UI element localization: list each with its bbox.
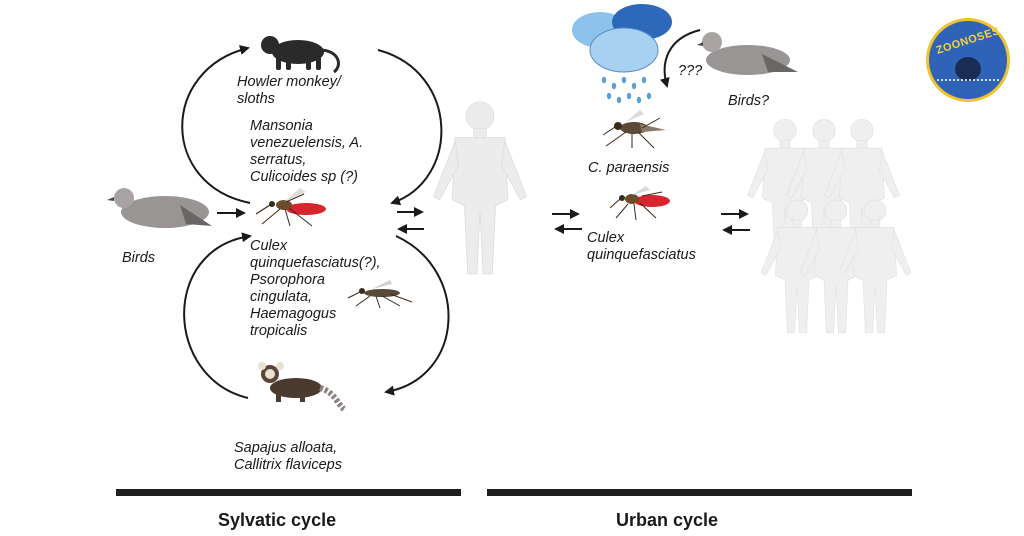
label-line: Howler monkey/ [237,74,341,90]
label-line: Culex [587,230,625,246]
label-unknown: ??? [678,63,703,79]
label-line: Culex [250,238,288,254]
bird-left-icon [107,188,212,228]
label-line: sloths [237,91,275,107]
label-line: quinquefasciatus [587,247,696,263]
label-birds-urban: Birds? [728,93,770,109]
animals-icon [937,79,999,91]
mosquito-culex-urban-icon [609,186,670,221]
family-icon [955,57,981,81]
label-vectors-bottom: Culex quinquefasciatus(?), Psorophora ci… [250,238,381,340]
logo-text: ZOONOSES [934,24,1002,57]
marmoset-icon [258,362,346,412]
label-birds: Birds [122,250,156,266]
cycle-arrow-bottom-right [384,235,450,396]
mosquito-paraensis-icon [602,110,666,149]
label-c-paraensis: C. paraensis [588,160,670,176]
label-line: Callitrix flaviceps [234,457,342,473]
sylvatic-section-bar [116,489,461,496]
arrow-bird-to-rain [659,29,701,88]
label-vectors-top: Mansonia venezuelensis, A. serratus, Cul… [250,118,363,186]
label-line: Haemagogus [250,306,337,322]
double-arrow-human-urban-vector [552,209,582,234]
double-arrow-sylvatic-human [397,207,424,234]
label-line: venezuelensis, A. [250,135,364,151]
howler-monkey-icon [261,36,340,74]
label-line: tropicalis [250,323,308,339]
zoonoses-logo: ZOONOSES [926,18,1010,102]
mosquito-blood-icon [255,188,326,227]
label-line: Culicoides sp (?) [250,169,358,185]
label-line: Mansonia [250,118,313,134]
cycle-arrow-top-right [377,49,443,206]
bird-urban-icon [697,32,798,75]
sylvatic-cycle-title: Sylvatic cycle [218,510,337,530]
label-line: quinquefasciatus(?), [250,255,381,271]
label-line: Psorophora [250,272,325,288]
double-arrow-urban-vector-humans [721,209,750,235]
cycle-arrow-top-left [181,45,251,204]
cycle-arrow-bottom-left [183,232,252,399]
label-line: Sapajus alloata, [234,440,338,456]
label-line: cingulata, [250,289,313,305]
human-figure-icon [432,101,528,275]
rain-cloud-icon [572,4,672,104]
urban-cycle-title: Urban cycle [616,510,719,530]
label-howler-monkey: Howler monkey/ sloths [237,74,341,108]
mosquito-small-icon [347,280,413,309]
label-primates-bottom: Sapajus alloata, Callitrix flaviceps [234,440,342,474]
urban-section-bar [487,489,912,496]
label-line: serratus, [250,152,307,168]
human-crowd-icon [746,118,912,334]
label-culex-urban: Culex quinquefasciatus [587,230,696,264]
